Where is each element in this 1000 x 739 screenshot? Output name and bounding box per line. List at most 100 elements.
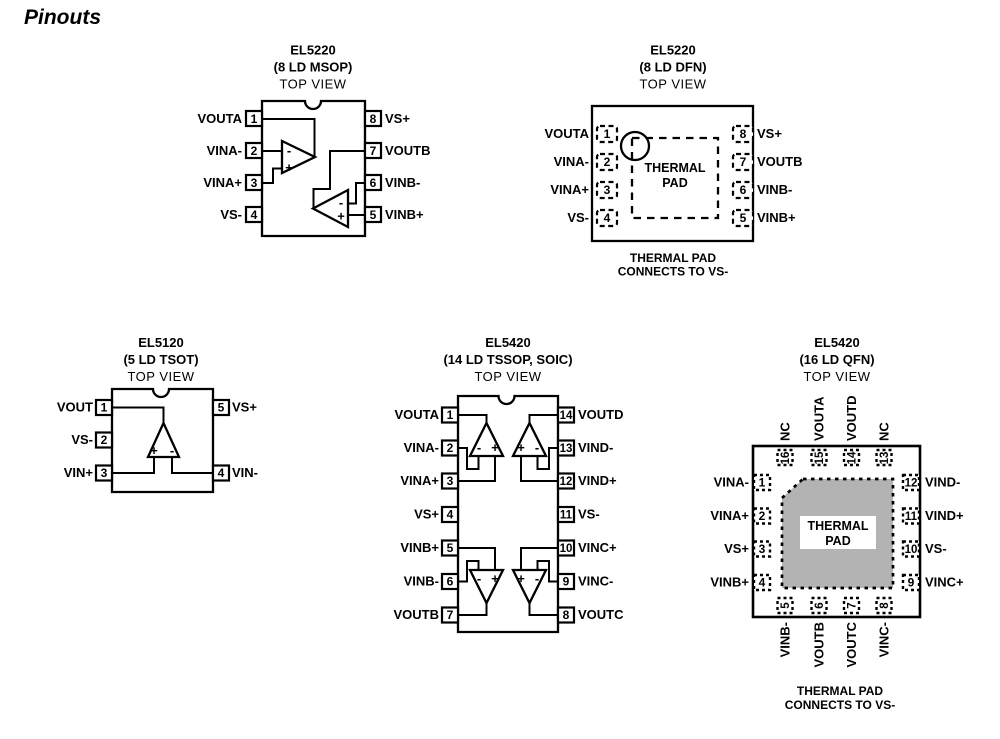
wire bbox=[112, 406, 165, 423]
pin-number: 8 bbox=[563, 608, 570, 622]
pin-label: VS- bbox=[220, 207, 242, 222]
package-title: EL5220 bbox=[290, 43, 336, 58]
wire bbox=[528, 603, 558, 616]
opamp-minus-sign: - bbox=[477, 440, 481, 455]
pin-box bbox=[595, 124, 619, 144]
pin-label: VS- bbox=[71, 432, 93, 447]
pin-label: NC bbox=[877, 422, 892, 441]
pin-label: VS+ bbox=[724, 541, 749, 556]
pin-box bbox=[595, 180, 619, 200]
pin-label: VIND+ bbox=[578, 473, 617, 488]
opamp-triangle bbox=[468, 420, 505, 458]
wire bbox=[458, 447, 480, 470]
pin-label: VINB+ bbox=[757, 210, 796, 225]
thermal-pad-caption: THERMAL PAD bbox=[797, 684, 884, 698]
pin-box bbox=[901, 540, 921, 558]
pin-number: 3 bbox=[759, 542, 766, 556]
pin-number: 7 bbox=[847, 602, 859, 608]
pin-number: 6 bbox=[370, 176, 377, 190]
pin-number: 1 bbox=[759, 476, 766, 490]
pin-number: 8 bbox=[370, 112, 377, 126]
pin-label: VINA- bbox=[404, 440, 439, 455]
pin-number: 1 bbox=[604, 127, 611, 141]
pin-number: 10 bbox=[905, 544, 918, 556]
thermal-pad-label: THERMAL bbox=[807, 519, 868, 533]
pin-number: 3 bbox=[251, 176, 258, 190]
pin-label: VIND- bbox=[578, 440, 613, 455]
pin-label: VINC- bbox=[578, 574, 613, 589]
wire bbox=[520, 547, 558, 570]
pin-number: 7 bbox=[447, 608, 454, 622]
pin-box bbox=[810, 596, 828, 615]
package-el5220-msop: EL5220 (8 LD MSOP) TOP VIEW - + - + bbox=[197, 43, 431, 238]
pin-number: 6 bbox=[447, 575, 454, 589]
pin-number: 12 bbox=[905, 478, 918, 490]
pin-label: VINA+ bbox=[550, 182, 589, 197]
pin-box bbox=[901, 573, 921, 592]
opamp-triangle bbox=[511, 568, 548, 606]
pin-number: 13 bbox=[879, 452, 891, 465]
wire bbox=[458, 547, 496, 570]
thermal-pad-caption: CONNECTS TO VS- bbox=[618, 265, 728, 279]
page-title: Pinouts bbox=[24, 6, 101, 29]
pin-number: 6 bbox=[740, 183, 747, 197]
pin-label: VS- bbox=[567, 210, 589, 225]
wire bbox=[520, 456, 558, 482]
opamp-plus-sign: + bbox=[285, 160, 293, 175]
wire bbox=[171, 457, 213, 474]
pin-label: VOUTD bbox=[844, 396, 859, 442]
pin-box bbox=[901, 473, 921, 492]
wire bbox=[112, 457, 155, 474]
wire bbox=[536, 447, 558, 470]
pin-number: 13 bbox=[560, 443, 573, 455]
opamp-minus-sign: - bbox=[339, 195, 343, 210]
pin-label: VOUTB bbox=[394, 607, 440, 622]
pin-box bbox=[731, 208, 755, 228]
pin-box bbox=[363, 109, 383, 128]
thermal-pad-label: PAD bbox=[662, 176, 687, 190]
pin-number: 7 bbox=[740, 155, 747, 169]
pin-label: VINB+ bbox=[385, 207, 424, 222]
wire bbox=[458, 560, 480, 583]
pin-label: VIND+ bbox=[925, 508, 964, 523]
pin-label: VINB- bbox=[778, 622, 793, 657]
pin-label: VINB- bbox=[404, 574, 439, 589]
pin-number: 2 bbox=[604, 155, 611, 169]
pin-number: 6 bbox=[814, 602, 826, 608]
pin-label: VINA+ bbox=[710, 508, 749, 523]
pin-number: 5 bbox=[740, 211, 747, 225]
pin-label: VINB- bbox=[385, 175, 420, 190]
pin-label: VOUT bbox=[57, 400, 93, 415]
pin-box bbox=[595, 152, 619, 172]
pin-number: 12 bbox=[560, 476, 573, 488]
pin-number: 4 bbox=[759, 576, 766, 590]
pin-box bbox=[211, 398, 231, 417]
pin-label: VOUTA bbox=[394, 407, 439, 422]
pin-label: VS- bbox=[578, 507, 600, 522]
pin-label: VOUTC bbox=[844, 621, 859, 667]
pin-number: 5 bbox=[780, 602, 792, 609]
pin-number: 5 bbox=[447, 541, 454, 555]
pin-label: VOUTA bbox=[544, 126, 589, 141]
pin-label: NC bbox=[778, 422, 793, 441]
pin1-indicator-circle bbox=[619, 130, 651, 162]
pin-number: 10 bbox=[560, 543, 573, 555]
wire bbox=[458, 414, 488, 423]
pin-label: VOUTC bbox=[578, 607, 624, 622]
wire bbox=[536, 560, 558, 583]
thermal-pad-label: PAD bbox=[825, 534, 850, 548]
pin-number: 1 bbox=[447, 408, 454, 422]
pin-box bbox=[842, 596, 861, 615]
opamp-triangle bbox=[280, 139, 318, 175]
pin-label: VS+ bbox=[414, 507, 439, 522]
pin-label: VS- bbox=[925, 541, 947, 556]
pin-label: VOUTB bbox=[385, 143, 431, 158]
pin-label: VINB+ bbox=[710, 575, 749, 590]
thermal-pad-label: THERMAL bbox=[644, 161, 705, 175]
wire bbox=[528, 414, 558, 423]
package-view: TOP VIEW bbox=[474, 369, 541, 384]
pin-label: VINC+ bbox=[925, 575, 964, 590]
pin-label: VINA+ bbox=[203, 175, 242, 190]
opamp-minus-sign: - bbox=[170, 443, 174, 458]
